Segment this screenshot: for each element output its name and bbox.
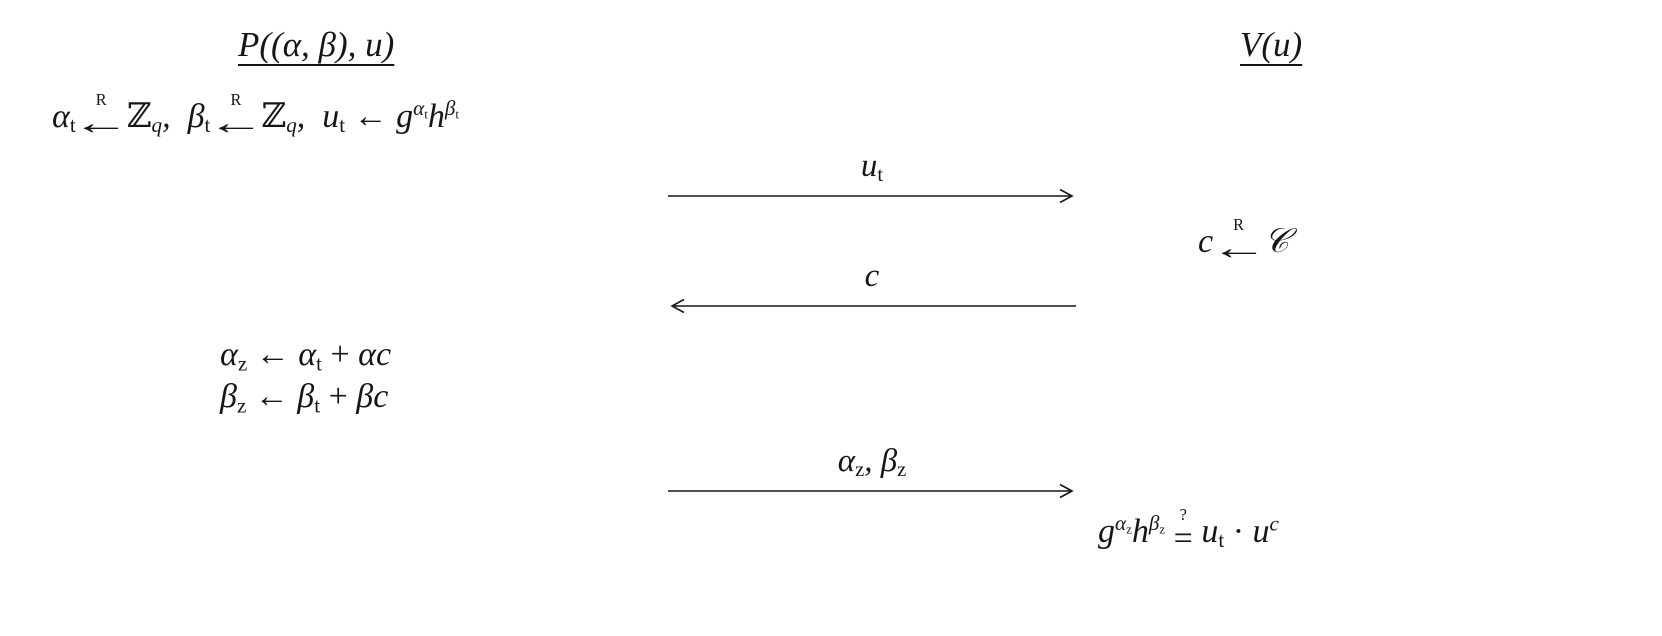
left-arrow-icon xyxy=(670,298,1076,314)
prover-commit-formula: αt R← ℤq, βt R← ℤq, ut ← gαthβt xyxy=(52,90,459,142)
message-commitment-label: ut xyxy=(860,148,884,187)
verifier-challenge-formula: c R← 𝒞 xyxy=(1198,215,1289,267)
prover-response-alpha: αz ← αt + αc xyxy=(220,336,392,376)
message-challenge: c xyxy=(666,258,1078,315)
prover-response-beta: βz ← βt + βc xyxy=(220,378,389,418)
verifier-check-formula: gαzhβz ?= ut · uc xyxy=(1098,505,1279,557)
message-challenge-label: c xyxy=(864,258,880,294)
prover-title: P((α, β), u) xyxy=(238,25,395,64)
message-response-label: αz, βz xyxy=(837,443,907,482)
right-arrow-icon xyxy=(668,188,1074,204)
right-arrow-icon xyxy=(668,483,1074,499)
verifier-title: V(u) xyxy=(1240,25,1303,64)
message-commitment: ut xyxy=(666,148,1078,205)
message-response: αz, βz xyxy=(666,443,1078,500)
